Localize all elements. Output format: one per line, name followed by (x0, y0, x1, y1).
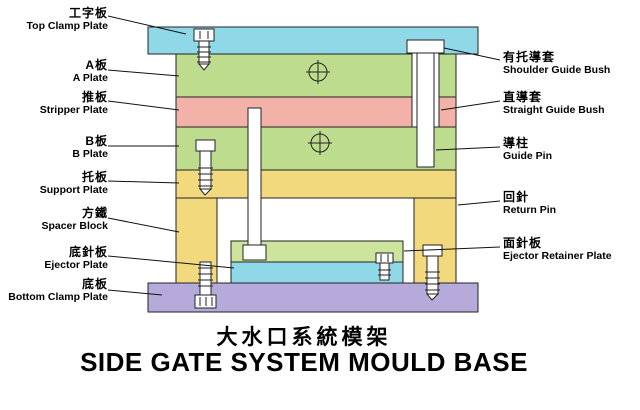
guide-pin-shape (416, 52, 435, 168)
label-en: A Plate (72, 72, 108, 84)
label-return-pin: 回針 Return Pin (503, 190, 640, 217)
label-zh: 直導套 (503, 90, 543, 104)
retainer-screw-shaft (379, 262, 390, 281)
label-ejector-retainer-plate: 面針板 Ejector Retainer Plate (503, 236, 640, 263)
label-en: Ejector Retainer Plate (503, 250, 612, 262)
leader-a-plate (107, 69, 180, 77)
label-spacer-block: 方鐵 Spacer Block (2, 206, 108, 233)
leader-lines (107, 15, 501, 296)
leader-top-clamp-plate (107, 15, 187, 35)
label-en: Bottom Clamp Plate (8, 291, 108, 303)
label-en: Spacer Block (41, 220, 108, 232)
label-en: Return Pin (503, 204, 557, 216)
label-support-plate: 托板 Support Plate (2, 170, 108, 197)
metal-parts (193, 28, 445, 309)
leader-guide-pin (435, 146, 501, 151)
support-bolt-shaft (199, 150, 212, 190)
bottom-bolt-shaft (199, 261, 212, 296)
leader-shoulder-guide-bush (443, 47, 501, 61)
label-zh: 方鐵 (81, 206, 108, 220)
label-stripper-plate: 推板 Stripper Plate (2, 90, 108, 117)
return-pin-shaft (247, 107, 262, 246)
label-en: Straight Guide Bush (503, 104, 605, 116)
plates (147, 26, 479, 313)
title-chinese: 大水口系統模架 (216, 326, 392, 349)
label-zh: 工字板 (68, 6, 108, 20)
label-bottom-clamp-plate: 底板 Bottom Clamp Plate (2, 277, 108, 304)
leader-ejector-plate (107, 255, 235, 269)
label-en: Guide Pin (503, 150, 553, 162)
cap-screw-tip (197, 63, 211, 71)
b-plate-shape (175, 126, 457, 171)
label-zh: 面針板 (503, 236, 543, 250)
label-en: Shoulder Guide Bush (503, 64, 611, 76)
label-zh: 底板 (81, 277, 108, 291)
retainer-screw-head (375, 252, 394, 264)
crosshair-symbols (306, 60, 332, 155)
leader-straight-guide-bush (440, 100, 501, 111)
shoulder-guide-bush-flange (406, 39, 445, 54)
support-bolt-head (195, 139, 216, 152)
label-zh: B板 (85, 134, 108, 148)
ejector-plate-shape (230, 261, 404, 284)
spacer-bolt-shaft (426, 255, 439, 295)
support-plate-shape (175, 169, 457, 199)
label-zh: 底針板 (68, 245, 108, 259)
label-straight-guide-bush: 直導套 Straight Guide Bush (503, 90, 640, 117)
label-zh: A板 (85, 58, 108, 72)
leader-stripper-plate (107, 100, 180, 111)
label-zh: 導柱 (503, 136, 530, 150)
leader-support-plate (107, 180, 180, 184)
label-en: Ejector Plate (44, 259, 108, 271)
label-top-clamp-plate: 工字板 Top Clamp Plate (2, 6, 108, 33)
a-plate-shape (175, 53, 457, 98)
label-b-plate: B板 B Plate (2, 134, 108, 161)
label-a-plate: A板 A Plate (2, 58, 108, 85)
support-bolt-tip (198, 188, 213, 196)
label-zh: 回針 (503, 190, 530, 204)
leader-spacer-block (107, 217, 180, 233)
spacer-bolt-tip (425, 293, 440, 301)
label-shoulder-guide-bush: 有托導套 Shoulder Guide Bush (503, 50, 640, 77)
label-ejector-plate: 底針板 Ejector Plate (2, 245, 108, 272)
title-english: SIDE GATE SYSTEM MOULD BASE (80, 347, 528, 377)
label-en: Stripper Plate (39, 104, 108, 116)
cap-screw-head (193, 28, 215, 42)
label-zh: 有托導套 (503, 50, 556, 64)
leader-ejector-retainer-plate (403, 246, 501, 252)
leader-return-pin (457, 200, 501, 206)
stripper-plate-shape (175, 96, 457, 128)
label-guide-pin: 導柱 Guide Pin (503, 136, 640, 163)
label-en: B Plate (72, 148, 108, 160)
label-zh: 托板 (81, 170, 108, 184)
return-pin-head (242, 244, 267, 261)
label-zh: 推板 (81, 90, 108, 104)
label-en: Support Plate (39, 184, 108, 196)
leader-bottom-clamp-plate (107, 289, 163, 296)
label-en: Top Clamp Plate (26, 20, 108, 32)
